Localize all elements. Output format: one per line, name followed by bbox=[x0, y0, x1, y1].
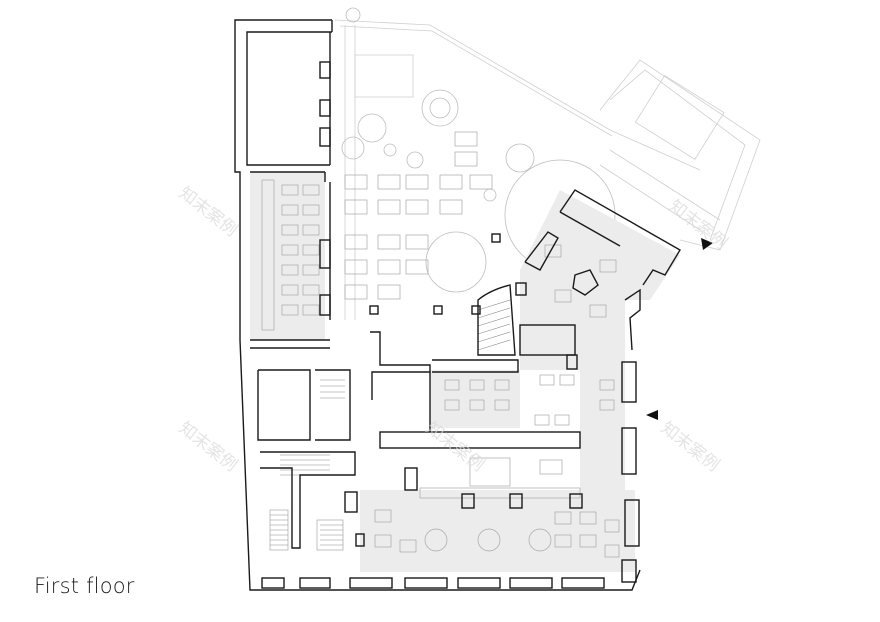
watermark: 知末案例 bbox=[175, 418, 241, 476]
seating-furniture bbox=[261, 131, 620, 558]
watermark: 知末案例 bbox=[665, 196, 731, 254]
building-walls bbox=[234, 19, 681, 591]
entrance-arrow-icon bbox=[646, 410, 658, 420]
watermark: 知末案例 bbox=[175, 183, 241, 241]
watermark: 知末案例 bbox=[657, 418, 723, 476]
plan-caption: First floor bbox=[34, 574, 135, 598]
entrance-arrow-icon bbox=[701, 238, 713, 250]
courtyard-outline bbox=[334, 19, 761, 320]
courtyard-trees bbox=[341, 7, 616, 293]
stair-treads bbox=[270, 299, 511, 546]
